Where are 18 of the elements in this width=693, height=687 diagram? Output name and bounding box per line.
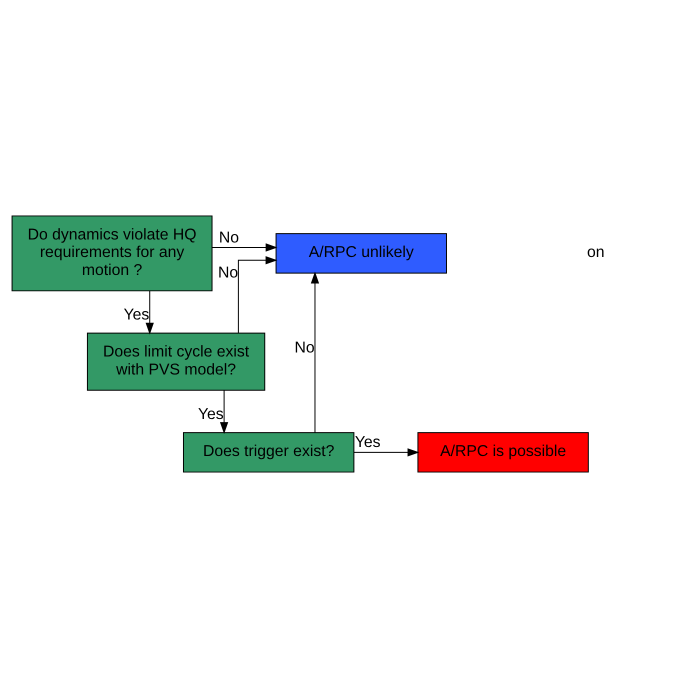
arrow [310,271,320,433]
node-box: A/RPC unlikely [276,232,447,274]
arrow [212,242,278,252]
edge-label: Yes [198,406,224,423]
arrow [146,290,154,334]
node-box: Does limit cycle exist with PVS model? [86,332,266,390]
node-box: A/RPC is possible [417,432,589,472]
edge-label: No [294,339,315,356]
node-box: Do dynamics violate HQ requirements for any motion ? [12,214,213,291]
arrow [220,389,228,434]
edge-label: Yes [354,434,381,451]
edge-label: No [218,264,238,282]
label: on [586,244,604,261]
edge-label: Yes [124,306,150,324]
edge-label: No [218,228,239,246]
node-box: Does trigger exist? [182,432,354,472]
arrow [354,448,420,456]
arrow [238,256,278,333]
